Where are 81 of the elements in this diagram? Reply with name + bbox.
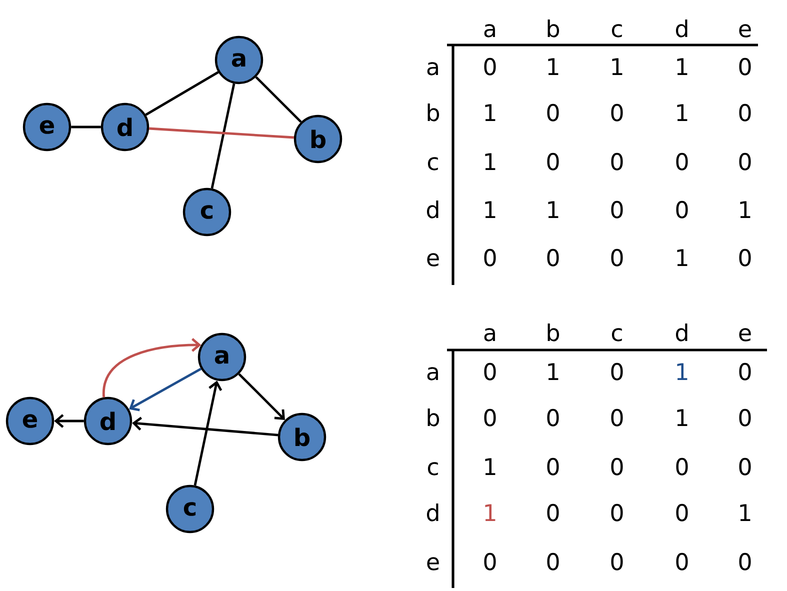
row-header: c xyxy=(428,462,438,476)
matrix-cell: 0 xyxy=(484,408,496,426)
column-header: b xyxy=(548,20,560,38)
row-header: a xyxy=(427,62,438,76)
matrix-cell: 0 xyxy=(739,58,751,76)
column-header: d xyxy=(676,20,688,38)
matrix-cell: 0 xyxy=(484,552,496,570)
matrix-cell: 0 xyxy=(547,152,559,170)
edge-line xyxy=(145,71,219,116)
arrow xyxy=(238,373,285,420)
matrix-cell: 0 xyxy=(676,458,688,476)
matrix-cell: 0 xyxy=(676,504,688,522)
arrow xyxy=(102,338,202,398)
edge-line xyxy=(210,83,236,189)
arrow xyxy=(194,380,222,486)
row-header: a xyxy=(427,367,438,380)
matrix-cell: 1 xyxy=(677,249,688,266)
matrix-cell: 0 xyxy=(484,248,496,266)
matrix-cell: 0 xyxy=(547,504,559,522)
matrix-cell: 0 xyxy=(611,362,623,380)
matrix-cell: 1 xyxy=(677,104,688,121)
edge-line xyxy=(255,76,302,123)
column-header: c xyxy=(612,24,622,38)
edge-line xyxy=(71,126,101,128)
matrix-cell: 0 xyxy=(739,104,751,122)
matrix-cell: 0 xyxy=(676,200,688,218)
matrix-cell: 0 xyxy=(611,104,623,122)
matrix-cell: 0 xyxy=(676,152,688,170)
row-header: b xyxy=(428,408,440,426)
matrix-cell: 1 xyxy=(485,201,496,218)
column-header: a xyxy=(484,328,495,342)
row-header: e xyxy=(427,253,439,266)
matrix-cell: 0 xyxy=(611,200,623,218)
matrix-cell: 1 xyxy=(677,363,688,380)
matrix-cell: 0 xyxy=(547,458,559,476)
matrix-cell: 0 xyxy=(547,552,559,570)
column-header: a xyxy=(484,24,495,38)
matrix-cell: 0 xyxy=(611,152,623,170)
matrix-cell: 1 xyxy=(485,153,496,170)
edge-line xyxy=(148,127,294,139)
matrix-cell: 0 xyxy=(611,408,623,426)
column-header: e xyxy=(739,24,751,38)
arrow xyxy=(132,416,278,436)
arrow xyxy=(129,368,202,412)
row-header: d xyxy=(426,504,438,522)
row-header: d xyxy=(426,200,438,218)
matrix-cell: 1 xyxy=(548,201,558,218)
row-header: c xyxy=(428,157,438,170)
matrix-cell: 0 xyxy=(676,552,688,570)
matrix-cell: 1 xyxy=(740,504,750,521)
matrix-cell: 1 xyxy=(485,104,496,121)
matrix-cell: 0 xyxy=(547,104,559,122)
column-header: e xyxy=(739,328,751,342)
matrix-cell: 1 xyxy=(485,458,496,475)
matrix-cell: 0 xyxy=(547,408,559,426)
matrix-cell: 0 xyxy=(739,248,751,266)
matrix-cell: 1 xyxy=(612,58,622,75)
matrix-cell: 1 xyxy=(677,409,688,426)
row-header: b xyxy=(428,104,440,122)
arrow xyxy=(54,414,84,428)
matrix-cell: 1 xyxy=(485,504,496,521)
column-header: d xyxy=(676,324,688,342)
matrix-cell: 1 xyxy=(740,201,750,218)
matrix-cell: 0 xyxy=(611,504,623,522)
matrix-cell: 1 xyxy=(548,58,558,75)
matrix-cell: 0 xyxy=(739,152,751,170)
matrix-cell: 0 xyxy=(547,248,559,266)
matrix-cell: 0 xyxy=(611,552,623,570)
matrix-cell: 0 xyxy=(611,248,623,266)
matrix-cell: 0 xyxy=(739,552,751,570)
matrix-cell: 0 xyxy=(484,362,496,380)
matrix-cell: 0 xyxy=(484,58,496,76)
matrix-cell: 1 xyxy=(677,58,688,75)
matrix-cell: 0 xyxy=(739,408,751,426)
column-header: c xyxy=(612,328,622,342)
column-header: b xyxy=(548,324,560,342)
row-header: e xyxy=(427,557,439,570)
matrix-cell: 0 xyxy=(611,458,623,476)
matrix-cell: 0 xyxy=(739,362,751,380)
matrix-cell: 1 xyxy=(548,363,558,380)
matrix-cell: 0 xyxy=(739,458,751,476)
